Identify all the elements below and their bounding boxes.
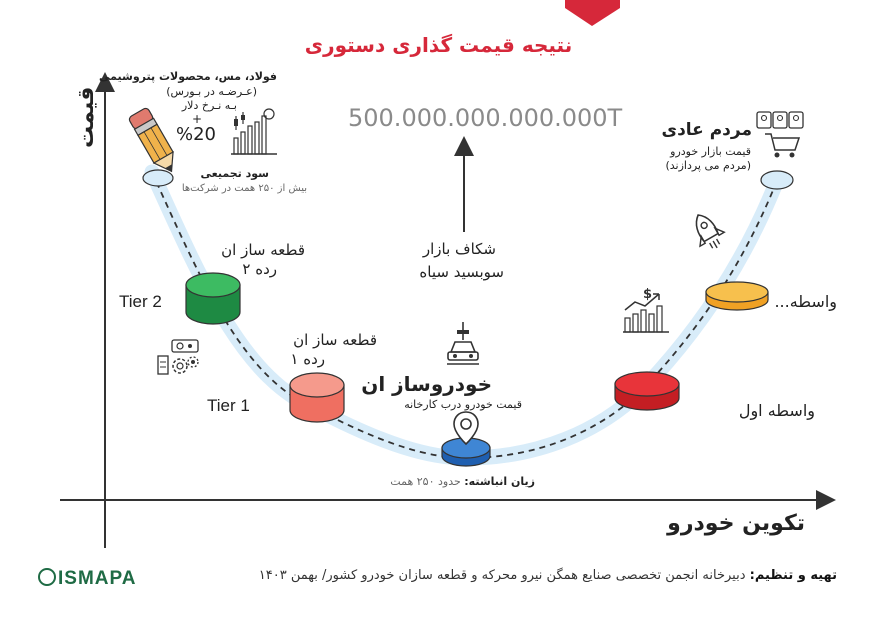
middleman2-cylinder — [705, 281, 769, 311]
location-pin-icon — [453, 411, 479, 446]
tier2-title: قطعه ساز ان — [221, 241, 305, 259]
stock-chart-icon — [231, 108, 277, 155]
tier2-label: Tier 2 — [119, 292, 162, 311]
x-axis-label: تکوین خودرو — [667, 511, 805, 536]
finance-chart-icon: $ — [623, 287, 669, 333]
tier1-title: قطعه ساز ان — [293, 331, 377, 349]
page-title: نتیجه قیمت گذاری دستوری — [304, 33, 573, 57]
profit-title: سود تجمیعی — [200, 167, 269, 180]
rocket-icon — [695, 214, 726, 249]
people-subtitle: قیمت بازار خودرو — [670, 145, 751, 158]
tier2-subtitle: رده ۲ — [242, 260, 277, 278]
y-axis-label: قیمت — [74, 86, 99, 148]
market-gap-line1: شکاف بازار — [422, 240, 496, 258]
top-tab-decoration — [565, 0, 620, 26]
carmakers-title: خودروساز ان — [361, 372, 492, 396]
raw-materials-note: بـه نـرخ دلار — [181, 99, 237, 112]
tier2-cylinder — [185, 272, 241, 325]
loss-title: زیان انباشته: — [464, 475, 535, 488]
middleman1-cylinder — [614, 371, 680, 411]
tier1-label: Tier 1 — [207, 396, 250, 415]
car-factory-icon — [447, 322, 479, 365]
people-node — [760, 170, 794, 190]
raw-materials-title: فولاد، مس، محصولات پتروشیمی — [99, 70, 277, 83]
accumulated-loss: زیان انباشته: حدود ۲۵۰ همت — [390, 475, 535, 488]
profit-note: بیش از ۲۵۰ همت در شرکت‌ها — [181, 183, 307, 194]
footer-credit: تهیه و تنظیم: دبیرخانه انجمن تخصصی صنایع… — [259, 568, 837, 583]
pencil-icon — [128, 107, 174, 173]
ismapa-logo: ISMAPA — [38, 568, 136, 590]
tier1-subtitle: رده ۱ — [290, 350, 325, 368]
raw-materials-subtitle: (عـرضـه در بـورس) — [166, 85, 257, 98]
logo-mark-icon — [38, 568, 56, 586]
people-note: (مردم می پردازند) — [665, 159, 751, 172]
middleman2-label: واسطه... — [774, 292, 837, 311]
logo-text: ISMAPA — [58, 568, 137, 589]
top-value: 500.000.000.000.000T — [348, 104, 623, 132]
tier1-cylinder — [289, 372, 345, 423]
raw-materials-percent: %20 — [176, 124, 217, 145]
market-gap-line2: سوبسید سیاه — [419, 263, 504, 281]
carmaker-node — [441, 437, 491, 467]
loss-value: حدود ۲۵۰ همت — [390, 475, 461, 488]
raw-materials-node — [142, 169, 174, 187]
footer-text: دبیرخانه انجمن تخصصی صنایع همگن نیرو محر… — [258, 568, 746, 583]
people-shopping-icon — [756, 111, 804, 158]
raw-materials-plus: + — [192, 112, 203, 126]
machinery-icon — [157, 339, 199, 375]
svg-text:$: $ — [643, 287, 652, 302]
middleman1-label: واسطه اول — [738, 401, 815, 420]
carmakers-subtitle: قیمت خودرو درب کارخانه — [404, 398, 522, 411]
footer-label: تهیه و تنظیم: — [749, 568, 837, 583]
people-title: مردم عادی — [661, 120, 752, 140]
